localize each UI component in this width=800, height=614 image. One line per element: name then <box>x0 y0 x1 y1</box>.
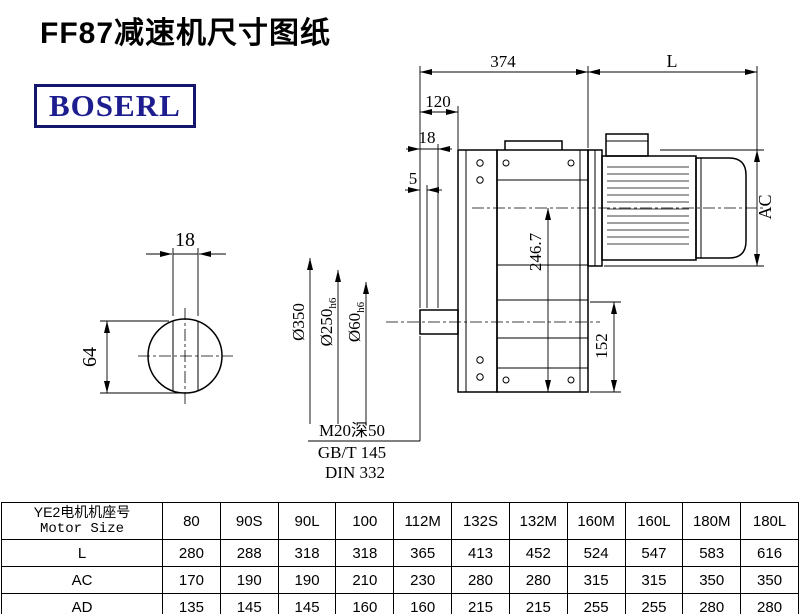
dimension-246-7: 246.7 <box>526 208 551 392</box>
dimension-120: 120 <box>420 92 459 149</box>
frame-size-col: 112M <box>393 502 453 540</box>
frame-size-col: 180M <box>682 502 742 540</box>
gearbox-housing <box>496 140 589 393</box>
thread-notes: M20深50 GB/T 145 DIN 332 <box>308 421 420 482</box>
dim-value: 160 <box>335 593 395 614</box>
note-din-332: DIN 332 <box>325 463 385 482</box>
dim-label-18: 18 <box>175 229 195 251</box>
dia-label-250h6: Ø250h6 <box>317 297 339 346</box>
dim-label-L: L <box>667 51 678 71</box>
mounting-flange <box>457 149 498 393</box>
motor <box>587 133 747 267</box>
terminal-box <box>605 133 649 157</box>
dimension-L: L <box>588 51 758 150</box>
dim-value: 255 <box>624 593 684 614</box>
dim-label-18: 18 <box>419 128 436 147</box>
dim-value: 288 <box>219 539 279 567</box>
dim-value: 280 <box>451 566 510 594</box>
dim-value: 315 <box>624 566 684 594</box>
dim-row-label: AD <box>1 593 163 614</box>
dim-label-120: 120 <box>425 92 451 111</box>
frame-size-col: 80 <box>162 502 221 540</box>
dim-value: 524 <box>566 539 626 567</box>
dim-label-AC: AC <box>755 194 775 219</box>
dim-value: 280 <box>162 539 221 567</box>
dimension-AC: AC <box>604 149 775 267</box>
dim-row-label: AC <box>1 566 163 594</box>
motor-size-header-cn: YE2电机机座号 <box>33 504 131 520</box>
frame-size-col: 90L <box>277 502 337 540</box>
dim-value: 413 <box>451 539 510 567</box>
dim-value: 135 <box>162 593 221 614</box>
dim-value: 190 <box>277 566 337 594</box>
diameter-callouts: Ø350 Ø250h6 Ø60h6 <box>289 258 369 424</box>
frame-size-col: 90S <box>219 502 279 540</box>
frame-size-col: 160L <box>624 502 684 540</box>
boserl-logo: BOSERL <box>34 84 196 128</box>
dimension-shaft-64: 64 <box>79 320 181 394</box>
technical-drawing: 18 64 <box>79 51 775 482</box>
note-thread-m20: M20深50 <box>319 421 385 440</box>
shaft-end-view <box>147 318 223 394</box>
motor-fins <box>607 166 689 245</box>
dim-value: 145 <box>277 593 337 614</box>
dim-value: 215 <box>451 593 510 614</box>
dim-value: 255 <box>566 593 626 614</box>
frame-size-col: 132S <box>451 502 510 540</box>
frame-size-col: 132M <box>508 502 568 540</box>
dim-value: 215 <box>508 593 568 614</box>
dim-label-5: 5 <box>409 169 418 188</box>
dim-value: 452 <box>508 539 568 567</box>
dim-value: 583 <box>682 539 742 567</box>
dim-value: 280 <box>740 593 799 614</box>
dim-value: 280 <box>508 566 568 594</box>
dim-value: 315 <box>566 566 626 594</box>
dim-label-374: 374 <box>490 52 516 71</box>
dimension-18: 18 <box>406 128 452 308</box>
frame-size-col: 180L <box>740 502 799 540</box>
dimension-374: 374 <box>419 52 589 441</box>
dim-label-64: 64 <box>79 347 101 367</box>
dim-value: 350 <box>740 566 799 594</box>
dim-value: 547 <box>624 539 684 567</box>
dim-value: 230 <box>393 566 453 594</box>
dim-value: 365 <box>393 539 453 567</box>
centerlines <box>138 207 766 404</box>
dim-value: 616 <box>740 539 799 567</box>
dia-label-350: Ø350 <box>289 303 308 341</box>
dim-value: 160 <box>393 593 453 614</box>
note-gb-t-145: GB/T 145 <box>318 443 386 462</box>
dim-value: 210 <box>335 566 395 594</box>
dim-label-152: 152 <box>592 333 611 359</box>
dim-value: 190 <box>219 566 279 594</box>
dim-row-label: L <box>1 539 163 567</box>
dim-value: 318 <box>335 539 395 567</box>
dia-label-60h6: Ø60h6 <box>345 301 367 342</box>
frame-size-col: 100 <box>335 502 395 540</box>
page-title: FF87减速机尺寸图纸 <box>40 17 332 50</box>
dim-value: 280 <box>682 593 742 614</box>
dim-value: 145 <box>219 593 279 614</box>
motor-size-header-en: Motor Size <box>39 521 124 537</box>
dim-label-246-7: 246.7 <box>526 232 545 271</box>
dim-value: 350 <box>682 566 742 594</box>
dimension-keyway-18: 18 <box>146 229 226 316</box>
dim-value: 318 <box>277 539 337 567</box>
frame-size-col: 160M <box>566 502 626 540</box>
dimension-5: 5 <box>405 169 442 308</box>
dimension-152: 152 <box>590 301 621 393</box>
dim-value: 170 <box>162 566 221 594</box>
fan-cover <box>695 157 747 259</box>
